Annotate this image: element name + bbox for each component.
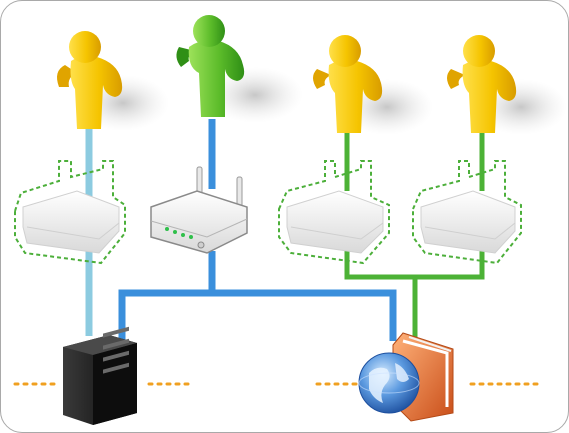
- server-icon: [63, 326, 137, 425]
- user-3-icon: [313, 35, 433, 135]
- router-3-icon: [278, 160, 390, 265]
- router-2-icon: [150, 166, 248, 254]
- globe-icon: [358, 352, 420, 414]
- router-4-icon: [412, 160, 522, 265]
- link-main-blue: [118, 119, 397, 341]
- user-1-icon: [57, 31, 169, 131]
- router-1-icon: [14, 160, 126, 265]
- user-4-icon: [447, 35, 567, 135]
- user-2-icon: [176, 15, 303, 123]
- link-green-bus: [344, 251, 485, 346]
- connection-lines: [85, 119, 485, 346]
